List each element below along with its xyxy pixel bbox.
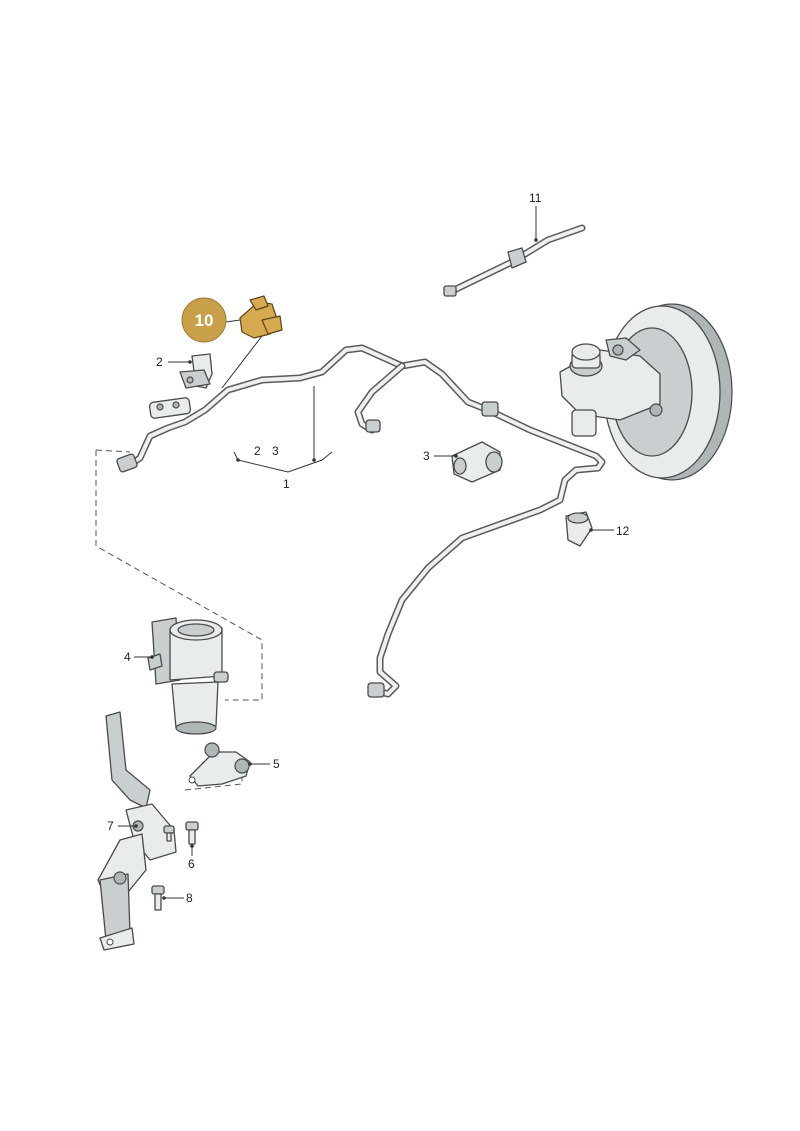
cable-strap-part-11	[443, 224, 586, 297]
callout-2: 2	[156, 355, 163, 369]
callout-4: 4	[124, 650, 131, 664]
assembly-guide-lines	[95, 449, 263, 791]
callout-8: 8	[186, 891, 193, 905]
highlight-badge-circle	[181, 297, 227, 343]
bolt-part-8	[151, 885, 165, 911]
bolt-small-shank	[166, 832, 172, 842]
callout-3-group: 3	[272, 444, 279, 458]
callout-11: 11	[529, 191, 542, 205]
callout-12: 12	[616, 524, 630, 538]
bolt-part-6	[185, 821, 199, 845]
sensor-part-12	[565, 511, 593, 547]
callout-2-group: 2	[254, 444, 261, 458]
brake-booster	[559, 303, 733, 481]
bolt-small	[163, 825, 175, 834]
leader-lines	[118, 206, 614, 900]
vacuum-line-pipe	[116, 344, 606, 698]
bracket-part-2	[179, 353, 213, 389]
callout-1: 1	[283, 477, 290, 491]
highlight-badge-text: 10	[195, 311, 214, 330]
callout-7: 7	[107, 819, 114, 833]
bracket-part-5	[188, 742, 251, 787]
callout-6: 6	[188, 857, 195, 871]
connector-part-3	[451, 441, 503, 483]
support-bracket-part-7	[97, 711, 177, 951]
callout-5: 5	[273, 757, 280, 771]
highlight-badge-10[interactable]: 10	[181, 297, 227, 343]
clip-part-10	[239, 295, 283, 339]
callout-3: 3	[423, 449, 430, 463]
vacuum-pump-part-4	[147, 617, 229, 735]
